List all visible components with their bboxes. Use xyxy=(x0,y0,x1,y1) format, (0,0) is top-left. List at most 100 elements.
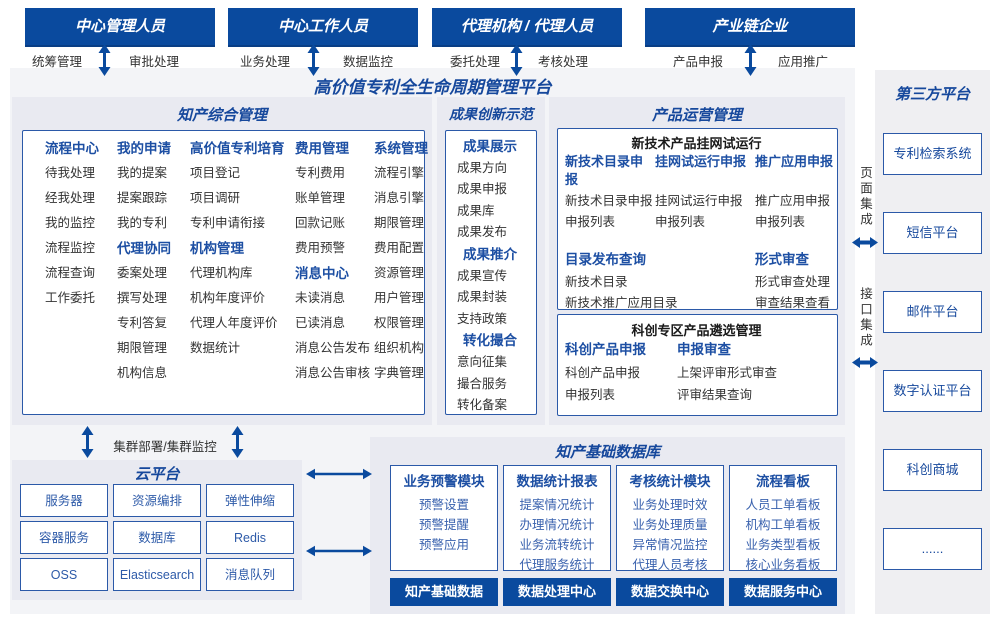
menu-item: 已读消息 xyxy=(295,316,346,330)
module-items: 预警设置预警提醒预警应用 xyxy=(391,495,497,555)
role-action-label: 考核处理 xyxy=(537,55,589,69)
group-header: 新技术目录申报 xyxy=(565,154,644,187)
panel-product-operation-title: 产品运营管理 xyxy=(651,107,742,124)
cluster-label: 集群部署/集群监控 xyxy=(113,440,217,454)
menu-item: 推广应用申报 xyxy=(755,194,831,208)
panel-cloud-platform-title: 云平台 xyxy=(134,466,180,483)
cloud-service-box: Elasticsearch xyxy=(113,558,201,591)
menu-item: 撮合服务 xyxy=(457,376,508,391)
menu-item: 成果展示 xyxy=(463,139,517,154)
role-action-label: 业务处理 xyxy=(239,55,291,69)
double-arrow-horizontal-icon xyxy=(306,468,372,480)
menu-item: 支持政策 xyxy=(457,311,508,326)
menu-item: 异常情况监控 xyxy=(632,538,708,552)
menu-item: 待我处理 xyxy=(45,166,96,180)
module-items: 业务处理时效业务处理质量异常情况监控代理人员考核 xyxy=(617,495,723,575)
menu-item: 申报列表 xyxy=(755,215,806,229)
double-arrow-horizontal-icon xyxy=(306,545,372,557)
db-module-statistics-report: 数据统计报表 提案情况统计办理情况统计业务流转统计代理服务统计 xyxy=(503,465,611,572)
menu-item: 机构信息 xyxy=(117,366,168,380)
cloud-service-box: 服务器 xyxy=(20,484,108,517)
group-header: 形式审查 xyxy=(755,252,809,267)
group-sci-product-apply: 科创产品申报 科创产品申报申报列表 xyxy=(565,338,670,406)
db-module-assessment: 考核统计模块 业务处理时效业务处理质量异常情况监控代理人员考核 xyxy=(616,465,724,572)
role-action-label: 委托处理 xyxy=(449,55,501,69)
module-header: 业务预警模块 xyxy=(403,474,485,489)
data-center-box: 数据服务中心 xyxy=(729,578,837,606)
menu-item: 消息公告发布 xyxy=(295,341,371,355)
menu-item: 专利答复 xyxy=(117,316,168,330)
role-bar-industry: 产业链企业 xyxy=(645,8,855,47)
menu-item: 工作委托 xyxy=(45,291,96,305)
sci-innovation-title: 科创专区产品遴选管理 xyxy=(631,323,762,338)
third-party-list: 专利检索系统短信平台邮件平台数字认证平台科创商城...... xyxy=(883,133,982,570)
menu-item: 专利费用 xyxy=(295,166,346,180)
menu-item: 委案处理 xyxy=(117,266,168,280)
menu-item: 机构管理 xyxy=(190,241,244,256)
group-header: 挂网试运行申报 xyxy=(655,154,747,169)
menu-item: 权限管理 xyxy=(374,316,425,330)
achievement-box xyxy=(445,130,537,415)
cloud-service-box: 数据库 xyxy=(113,521,201,554)
menu-item: 申报列表 xyxy=(655,215,706,229)
menu-item: 项目调研 xyxy=(190,191,241,205)
data-center-row: 知产基础数据数据处理中心数据交换中心数据服务中心 xyxy=(390,578,837,606)
group-items: 科创产品申报申报列表 xyxy=(565,362,670,406)
menu-item: 业务处理时效 xyxy=(632,498,708,512)
menu-item: 期限管理 xyxy=(117,341,168,355)
menu-item: 核心业务看板 xyxy=(745,558,821,572)
menu-item: 消息中心 xyxy=(295,266,349,281)
page-integration-label: 页面集成 xyxy=(858,166,872,228)
menu-item: 我的监控 xyxy=(45,216,96,230)
menu-item: 代理人员考核 xyxy=(632,558,708,572)
double-arrow-vertical-icon xyxy=(510,44,523,76)
group-header: 目录发布查询 xyxy=(565,252,646,267)
menu-item: 新技术推广应用目录 xyxy=(565,296,678,310)
group-apply-review: 申报审查 上架评审形式审查评审结果查询 xyxy=(677,338,832,406)
group-items: 新技术目录申报申报列表 xyxy=(565,191,653,233)
menu-item: 经我处理 xyxy=(45,191,96,205)
module-items: 提案情况统计办理情况统计业务流转统计代理服务统计 xyxy=(504,495,610,575)
menu-item: 未读消息 xyxy=(295,291,346,305)
menu-item: 代理人年度评价 xyxy=(190,316,278,330)
api-integration-label: 接口集成 xyxy=(858,287,872,349)
menu-item: 审查结果查看 xyxy=(755,296,831,310)
double-arrow-vertical-icon xyxy=(231,426,244,458)
menu-item: 代理机构库 xyxy=(190,266,253,280)
role-action-label: 产品申报 xyxy=(672,55,724,69)
menu-item: 账单管理 xyxy=(295,191,346,205)
ip-column-fee-management: 费用管理专利费用账单管理回款记账费用预警消息中心未读消息已读消息消息公告发布消息… xyxy=(295,136,373,386)
menu-item: 转化备案 xyxy=(457,398,508,413)
menu-item: 成果库 xyxy=(457,203,495,218)
cloud-service-box: 容器服务 xyxy=(20,521,108,554)
db-module-warning: 业务预警模块 预警设置预警提醒预警应用 xyxy=(390,465,498,571)
cloud-service-box: Redis xyxy=(206,521,294,554)
cloud-service-box: 消息队列 xyxy=(206,558,294,591)
menu-item: 费用配置 xyxy=(374,241,425,255)
menu-item: 预警应用 xyxy=(418,538,469,552)
group-header: 申报审查 xyxy=(677,342,731,357)
menu-item: 费用预警 xyxy=(295,241,346,255)
role-action-label: 数据监控 xyxy=(342,55,394,69)
third-party-box: 数字认证平台 xyxy=(883,370,982,412)
sci-innovation-box xyxy=(557,314,838,416)
group-items: 上架评审形式审查评审结果查询 xyxy=(677,362,832,406)
menu-item: 办理情况统计 xyxy=(519,518,595,532)
menu-item: 字典管理 xyxy=(374,366,425,380)
menu-item: 代理服务统计 xyxy=(519,558,595,572)
menu-item: 业务处理质量 xyxy=(632,518,708,532)
menu-item: 成果封装 xyxy=(457,290,508,305)
third-party-box: 专利检索系统 xyxy=(883,133,982,175)
menu-item: 流程引擎 xyxy=(374,166,425,180)
db-module-kanban: 流程看板 人员工单看板机构工单看板业务类型看板核心业务看板 xyxy=(729,465,837,572)
menu-item: 成果推介 xyxy=(463,246,517,262)
ip-column-system-management: 系统管理流程引擎消息引擎期限管理费用配置资源管理用户管理权限管理组织机构字典管理 xyxy=(374,136,428,386)
third-party-box: 邮件平台 xyxy=(883,291,982,333)
role-action-label: 统筹管理 xyxy=(31,55,83,69)
menu-item: 评审结果查询 xyxy=(677,388,753,402)
cloud-service-box: 弹性伸缩 xyxy=(206,484,294,517)
double-arrow-vertical-icon xyxy=(81,426,94,458)
menu-item: 提案情况统计 xyxy=(519,498,595,512)
third-party-box: 短信平台 xyxy=(883,212,982,254)
